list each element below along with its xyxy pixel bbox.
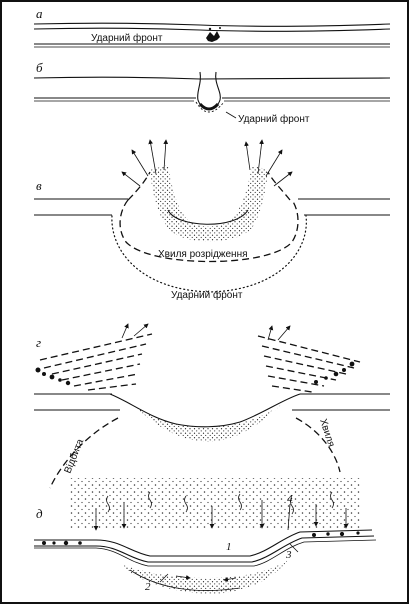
- panel-g-wave-label: Хвиля: [317, 418, 336, 449]
- panel-g-reflected-label: Відбита: [62, 437, 87, 475]
- panel-b: б Ударний фронт: [33, 60, 391, 125]
- panel-a-shock-front-label: Ударний фронт: [91, 32, 163, 44]
- panel-g-right-ejecta: [257, 325, 361, 393]
- panel-v-shock-front-label: Ударний фронт: [171, 289, 243, 301]
- panel-v-rarefaction-wave-label: Хвиля розрідження: [158, 249, 248, 260]
- panel-d-label-4: 4: [287, 493, 293, 505]
- panel-d-breccia-clasts: [42, 531, 360, 546]
- panel-d-label-1: 1: [226, 541, 232, 553]
- panel-letter-v: в: [36, 178, 42, 193]
- panel-v-ejecta-arrows: [121, 139, 293, 187]
- panel-d-falling-debris: [93, 491, 349, 531]
- panel-g: г: [34, 323, 390, 489]
- panel-a: а Ударний фронт: [33, 6, 391, 48]
- panel-letter-g: г: [36, 335, 41, 350]
- panel-letter-d: д: [36, 506, 43, 521]
- panel-v: в Хвиля розрідження Ударний фронт: [34, 139, 390, 301]
- panel-letter-a: а: [36, 6, 43, 21]
- panel-letter-b: б: [36, 60, 43, 75]
- panel-g-left-ejecta: [35, 323, 153, 391]
- panel-d: д: [34, 478, 377, 594]
- impactor-mark: [206, 27, 221, 42]
- panel-b-shock-front-label: Ударний фронт: [238, 113, 310, 125]
- panel-d-label-2: 2: [145, 581, 151, 593]
- panel-d-label-3: 3: [285, 549, 292, 561]
